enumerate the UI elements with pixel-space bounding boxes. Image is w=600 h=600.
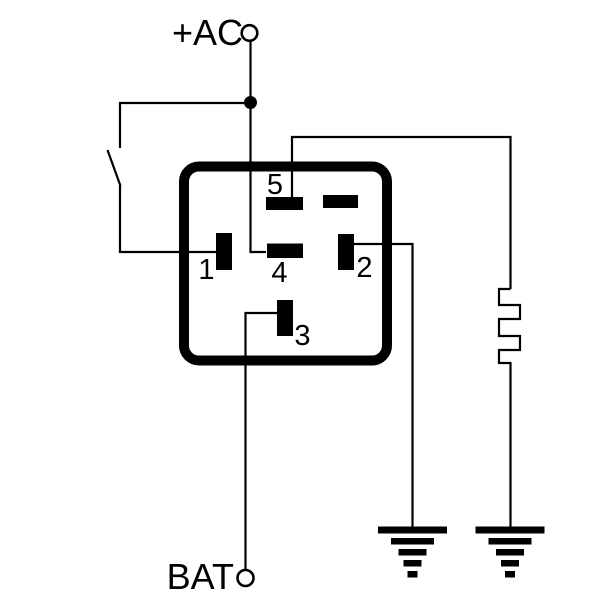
relay-body: 5 1 4 2 3 bbox=[179, 161, 392, 366]
ac-terminal: +AC bbox=[172, 12, 259, 53]
wire-ac-to-pin4 bbox=[249, 40, 266, 254]
relay-aux-bar bbox=[323, 195, 358, 208]
relay-pin5-label: 5 bbox=[267, 169, 283, 201]
bat-terminal-label: BAT bbox=[167, 556, 234, 597]
junction-dot-icon bbox=[244, 96, 257, 109]
wire-junction-to-switch bbox=[118, 101, 251, 148]
relay-pin1-bar bbox=[216, 233, 232, 270]
wire-switch-to-pin1 bbox=[118, 185, 216, 254]
relay-pin2-label: 2 bbox=[356, 252, 372, 284]
relay-pin3-label: 3 bbox=[294, 320, 310, 352]
relay-pin5-bar bbox=[266, 197, 303, 210]
ac-terminal-circle-icon bbox=[240, 23, 259, 43]
resistor-icon bbox=[497, 287, 522, 365]
wire-pin2-to-ground bbox=[354, 242, 414, 527]
wire-pin5-to-resistor bbox=[290, 135, 512, 289]
relay-pin4-label: 4 bbox=[271, 257, 287, 289]
relay-outline bbox=[179, 161, 392, 366]
relay-pin2-bar bbox=[338, 234, 354, 270]
relay-pin4-bar bbox=[267, 243, 303, 258]
bat-terminal-circle-icon bbox=[236, 568, 255, 588]
relay-pin1-label: 1 bbox=[198, 254, 214, 286]
ground-right-icon bbox=[475, 526, 545, 578]
wire-pin3-to-bat bbox=[244, 311, 277, 570]
ac-terminal-label: +AC bbox=[172, 12, 243, 53]
switch-blade-icon bbox=[106, 149, 122, 187]
ground-left-icon bbox=[378, 526, 447, 578]
bat-terminal: BAT bbox=[167, 556, 255, 597]
relay-pin3-bar bbox=[277, 300, 293, 336]
